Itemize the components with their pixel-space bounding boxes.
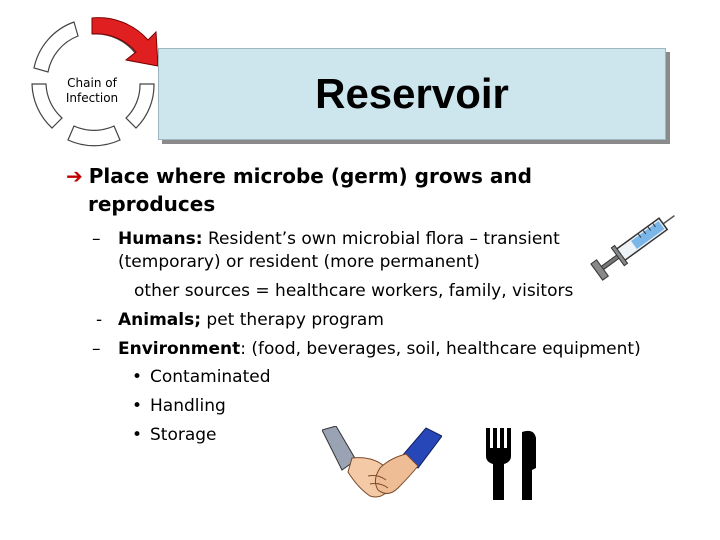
humans-key: Humans: — [118, 229, 203, 249]
title-banner: Reservoir — [158, 48, 666, 140]
list-item: •Handling — [132, 396, 226, 416]
handshake-icon — [322, 426, 442, 498]
animals-item: -Animals; pet therapy program — [96, 310, 384, 330]
list-item: •Contaminated — [132, 367, 271, 387]
syringe-icon — [590, 215, 675, 281]
main-bullet: ➔Place where microbe (germ) grows and re… — [66, 162, 666, 218]
fork-and-knife-icon — [486, 428, 536, 500]
chain-of-infection-cycle-icon — [31, 17, 159, 147]
list-item: •Storage — [132, 425, 217, 445]
main-bullet-line1: Place where microbe (germ) grows and — [88, 164, 532, 188]
environment-item: –Environment: (food, beverages, soil, he… — [92, 339, 641, 359]
cycle-label: Chain of Infection — [65, 76, 119, 105]
humans-line2: (temporary) or resident (more permanent) — [118, 252, 480, 272]
humans-item: –Humans: Resident’s own microbial flora … — [92, 229, 560, 249]
humans-line3: other sources = healthcare workers, fami… — [134, 281, 574, 301]
environment-key: Environment — [118, 339, 241, 359]
arrow-bullet-icon: ➔ — [66, 164, 83, 188]
main-bullet-line2: reproduces — [88, 192, 216, 216]
page-title: Reservoir — [315, 70, 509, 117]
animals-key: Animals; — [118, 310, 202, 330]
